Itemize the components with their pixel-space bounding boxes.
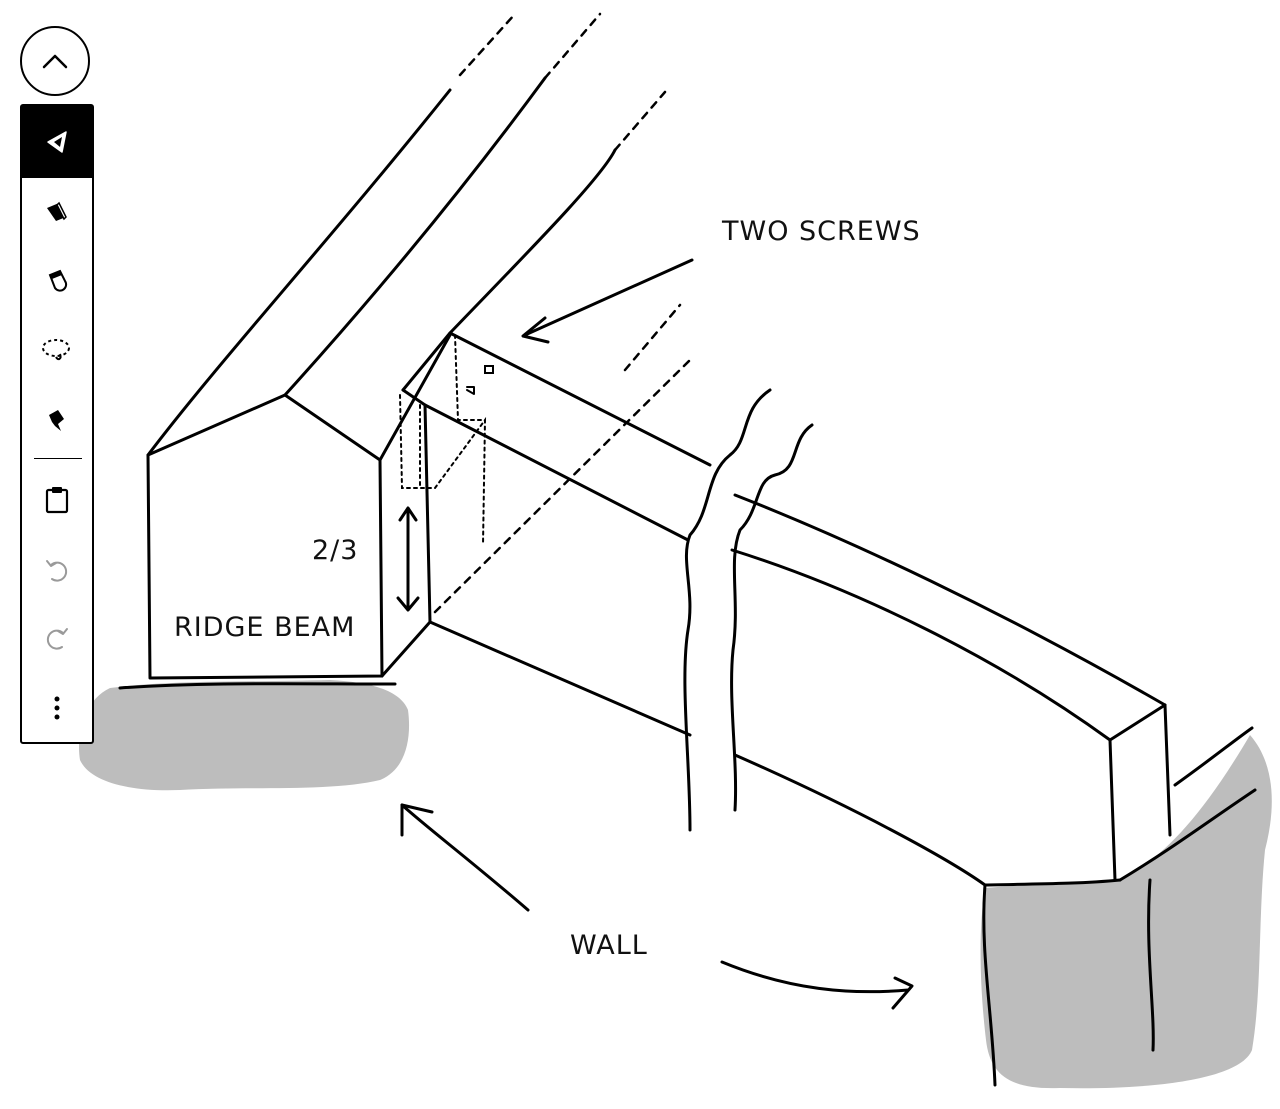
label-fraction: 2/3 [312,535,359,566]
tool-fill[interactable] [22,390,92,450]
rafter-block [401,331,712,467]
tool-redo[interactable] [22,608,92,668]
eraser-icon [48,269,68,292]
tool-eraser[interactable] [22,250,92,310]
label-ridge-beam: RIDGE BEAM [174,612,356,643]
tool-pen[interactable] [22,106,92,178]
clipboard-icon [45,487,69,514]
break-line-1 [683,388,772,832]
tool-highlighter[interactable] [22,182,92,242]
highlighter-icon [47,201,67,221]
redo-icon [46,628,68,650]
tool-more[interactable] [22,678,92,738]
tool-clipboard[interactable] [22,470,92,530]
label-wall: WALL [570,930,648,961]
break-line-2 [730,423,814,812]
tool-lasso[interactable] [22,320,92,380]
wall-shading-left [79,680,410,791]
chevron-up-icon [42,54,68,69]
collapse-toolbar-button[interactable] [20,26,90,96]
toolbar-divider [34,458,82,459]
tool-undo[interactable] [22,540,92,600]
pen-icon [47,131,67,153]
ridge-beam-front [146,393,384,680]
fill-icon [49,410,64,431]
undo-icon [46,560,68,582]
lasso-icon [42,339,70,361]
wall-shading-right [980,735,1272,1089]
label-two-screws: TWO SCREWS [722,216,921,247]
more-vertical-icon [54,696,60,720]
tool-palette [20,104,94,744]
